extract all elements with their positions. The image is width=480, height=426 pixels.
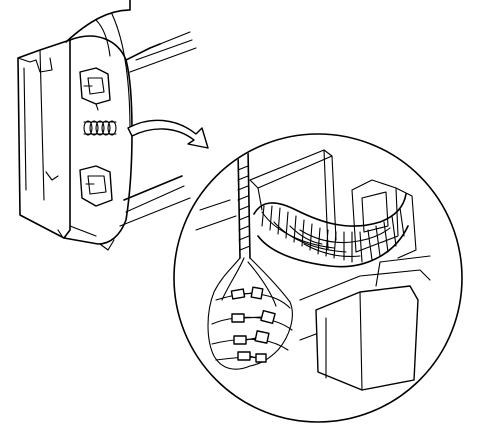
harness-connectors xyxy=(207,257,293,370)
door-panel-bracket xyxy=(195,149,431,391)
lower-clip-bracket xyxy=(45,165,113,207)
wire-harness-loom xyxy=(237,149,409,268)
callout-arrow xyxy=(127,119,209,149)
detail-magnifier-circle xyxy=(173,133,463,423)
door-trim-panel xyxy=(17,0,197,251)
coiled-wire-harness xyxy=(83,120,117,136)
upper-clip-bracket xyxy=(79,67,111,111)
